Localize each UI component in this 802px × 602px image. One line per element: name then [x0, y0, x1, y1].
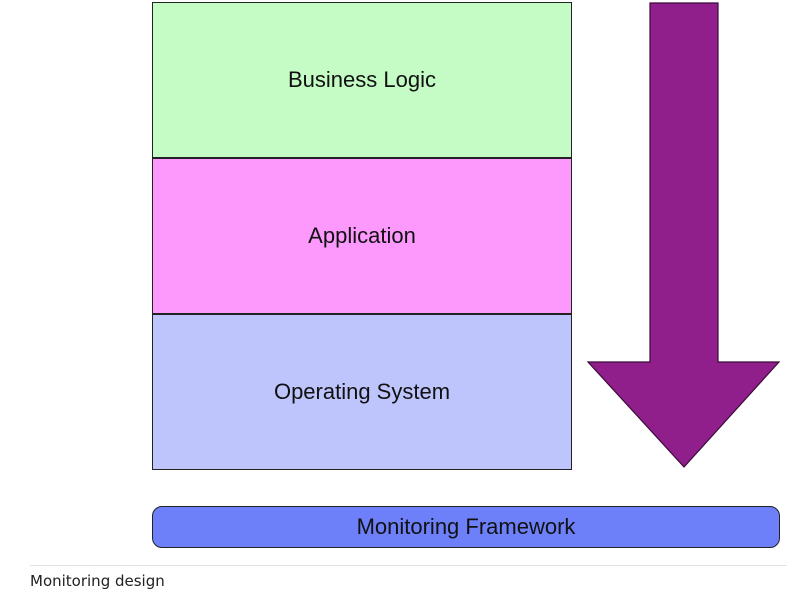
- layer-label: Operating System: [273, 379, 451, 404]
- down-arrow-shape: [586, 2, 781, 468]
- layer-business-logic: Business Logic: [152, 2, 572, 158]
- layer-label: Business Logic: [288, 67, 436, 92]
- layer-application: Application: [152, 158, 572, 314]
- framework-label: Monitoring Framework: [356, 514, 576, 539]
- figure-caption: Monitoring design: [30, 572, 165, 590]
- monitoring-framework-bar: Monitoring Framework: [152, 506, 780, 548]
- layer-operating-system: Operating System: [152, 314, 572, 470]
- caption-divider: [30, 565, 787, 566]
- layer-label: Application: [308, 223, 416, 248]
- down-arrow-icon: [586, 2, 781, 468]
